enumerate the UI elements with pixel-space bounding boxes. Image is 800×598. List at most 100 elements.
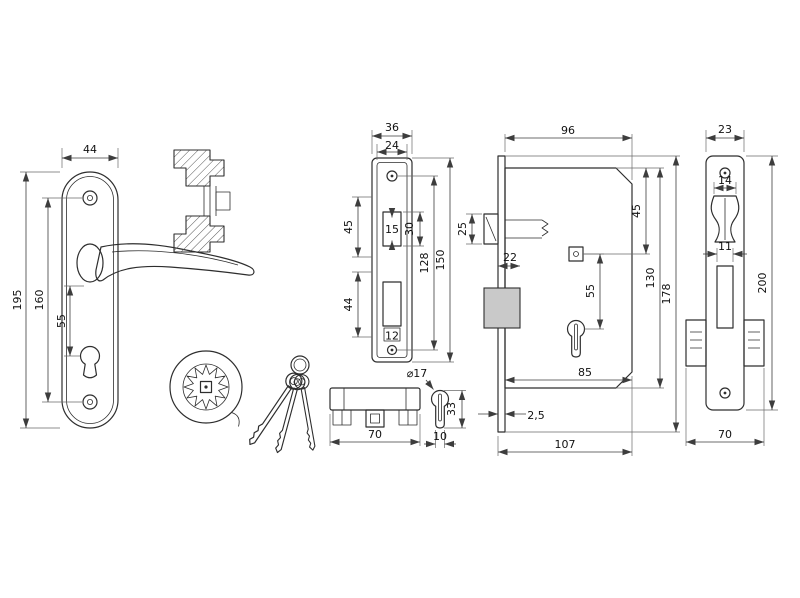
- key-3: [293, 374, 316, 451]
- dim-lock-case-depth: 85: [578, 366, 592, 379]
- latch-tail-lines: [505, 219, 542, 239]
- dim-lock-case-height: 130: [644, 268, 657, 289]
- rosette-detail: [169, 350, 243, 427]
- rosette-spring-star: [183, 364, 229, 410]
- dim-faceplate-total-height: 150: [434, 250, 447, 271]
- dimension-faceplate-latch-zone: 45: [342, 196, 372, 258]
- dimension-lock-latch-height: 25: [456, 213, 482, 245]
- rosette-outer-ring: [169, 350, 243, 424]
- strike-bottom-screw-dot: [723, 391, 727, 395]
- dimension-strike-box-width: 70: [685, 368, 765, 446]
- dim-lock-plate-thickness: 2,5: [527, 409, 545, 422]
- dimension-strike-latch-cut: 14: [713, 174, 737, 194]
- strike-bolt-opening: [716, 265, 734, 329]
- handle-plate-view: 44 195 160 55: [11, 143, 255, 429]
- dimension-lock-total-height: 178: [505, 155, 680, 433]
- strike-bottom-screw: [719, 387, 731, 399]
- dim-strike-latch-cut: 14: [718, 174, 732, 187]
- dimension-handle-width: 44: [61, 143, 119, 168]
- dimension-lock-case-height: 130: [616, 168, 664, 389]
- dimension-cylinder-profile-width: 10: [424, 430, 456, 448]
- dimension-lock-follower-offset: 45: [583, 167, 664, 255]
- backplate-inner-outline: [66, 176, 114, 424]
- dimension-handle-total-height: 195: [11, 171, 60, 429]
- cylinder-cam-detail: [370, 413, 380, 424]
- dim-faceplate-inner-width: 24: [385, 139, 399, 152]
- strike-top-screw: [719, 167, 731, 179]
- cylinder-profile-keyway: [438, 393, 442, 422]
- bottom-screw-hole: [82, 394, 98, 410]
- lock-body-side-view: 96 25 22 45 55 130: [456, 124, 680, 456]
- keys: [249, 355, 316, 454]
- keyhole-profile: [79, 345, 101, 379]
- dimension-faceplate-screw-spacing: 128: [397, 175, 438, 351]
- dim-faceplate-bolt-zone: 44: [342, 298, 355, 312]
- dimension-faceplate-inner-width: 24: [376, 139, 408, 160]
- cylinder-cam: [365, 409, 385, 428]
- dim-lock-follower-offset: 45: [630, 204, 643, 218]
- dimension-faceplate-total-height: 150: [412, 157, 454, 363]
- dim-handle-screw-spacing: 160: [33, 290, 46, 311]
- strike-plate-view: 23 14 11 200 70: [685, 123, 778, 446]
- dimension-handle-keyhole-offset: 55: [55, 285, 84, 357]
- dim-cylinder-profile-width: 10: [433, 430, 447, 443]
- faceplate-bottom-screw-dot: [390, 348, 394, 352]
- cylinder-profile-view: ⌀17 33 10: [407, 367, 466, 448]
- dim-cylinder-length: 70: [368, 428, 382, 441]
- backplate-outline: [61, 171, 119, 429]
- lock-cylinder-hole: [566, 319, 586, 358]
- section-upper-part: [173, 149, 225, 187]
- dimension-faceplate-width: 36: [371, 121, 413, 154]
- dim-cylinder-diameter: ⌀17: [407, 367, 428, 380]
- bottom-screw-center: [87, 398, 94, 405]
- dim-faceplate-screw-spacing: 128: [418, 253, 431, 274]
- dimension-lock-case-depth: 85: [505, 366, 632, 384]
- section-lower-part: [173, 215, 225, 253]
- rosette-spring-tail: [231, 412, 240, 427]
- dim-lock-depth: 96: [561, 124, 575, 137]
- dimension-lock-follower-to-cylinder: 55: [583, 253, 604, 330]
- dim-faceplate-bolt-slot: 12: [385, 330, 399, 343]
- faceplate-inner-outline: [376, 162, 408, 358]
- handle-lever-highlight: [111, 250, 239, 266]
- section-neck: [215, 191, 231, 211]
- dimension-lock-plate-thickness: 2,5: [478, 409, 545, 422]
- lock-case-outline: [504, 167, 633, 389]
- dimension-lock-total-depth: 107: [497, 376, 633, 456]
- faceplate-top-screw: [386, 170, 398, 182]
- dimension-strike-bolt-cut: 11: [703, 240, 747, 262]
- dim-strike-box-width: 70: [718, 428, 732, 441]
- cylinder-front-view: 70: [329, 387, 421, 446]
- faceplate-bottom-screw: [386, 344, 398, 356]
- strike-outline: [705, 155, 745, 411]
- dimension-cylinder-diameter: ⌀17: [407, 367, 434, 390]
- faceplate-front-view: 15 12 45 44 30 128: [342, 121, 454, 363]
- dimension-lock-depth: 96: [504, 124, 633, 180]
- key-ring-inner: [293, 358, 307, 372]
- dimension-lock-latch-offset: 22: [498, 251, 520, 270]
- strike-box-right-marks: [748, 331, 760, 349]
- follower-square: [568, 246, 584, 262]
- top-screw-center: [87, 194, 94, 201]
- strike-latch-opening: [710, 195, 740, 243]
- dimension-cylinder-length: 70: [329, 414, 421, 446]
- faceplate-top-screw-dot: [390, 174, 394, 178]
- cylinder-profile-outline: [430, 389, 450, 429]
- dim-faceplate-latch-zone: 45: [342, 220, 355, 234]
- key-1: [249, 372, 303, 445]
- top-screw-hole: [82, 190, 98, 206]
- dimension-strike-height: 200: [746, 155, 778, 411]
- handle-section-detail: [173, 149, 231, 253]
- faceplate-bolt-hole: [382, 281, 402, 327]
- dimension-cylinder-profile-height: 33: [444, 390, 466, 429]
- lock-cylinder-keyway: [574, 323, 578, 351]
- dim-faceplate-latch-span: 30: [403, 222, 416, 236]
- latch-bolt-bevel: [485, 216, 497, 242]
- handle-rose: [76, 243, 104, 283]
- dim-cylinder-profile-height: 33: [445, 402, 458, 416]
- strike-box-right-flap: [743, 319, 765, 367]
- rosette-spindle-square: [199, 380, 213, 394]
- dim-strike-bolt-cut: 11: [718, 240, 732, 253]
- dim-lock-total-depth: 107: [555, 438, 576, 451]
